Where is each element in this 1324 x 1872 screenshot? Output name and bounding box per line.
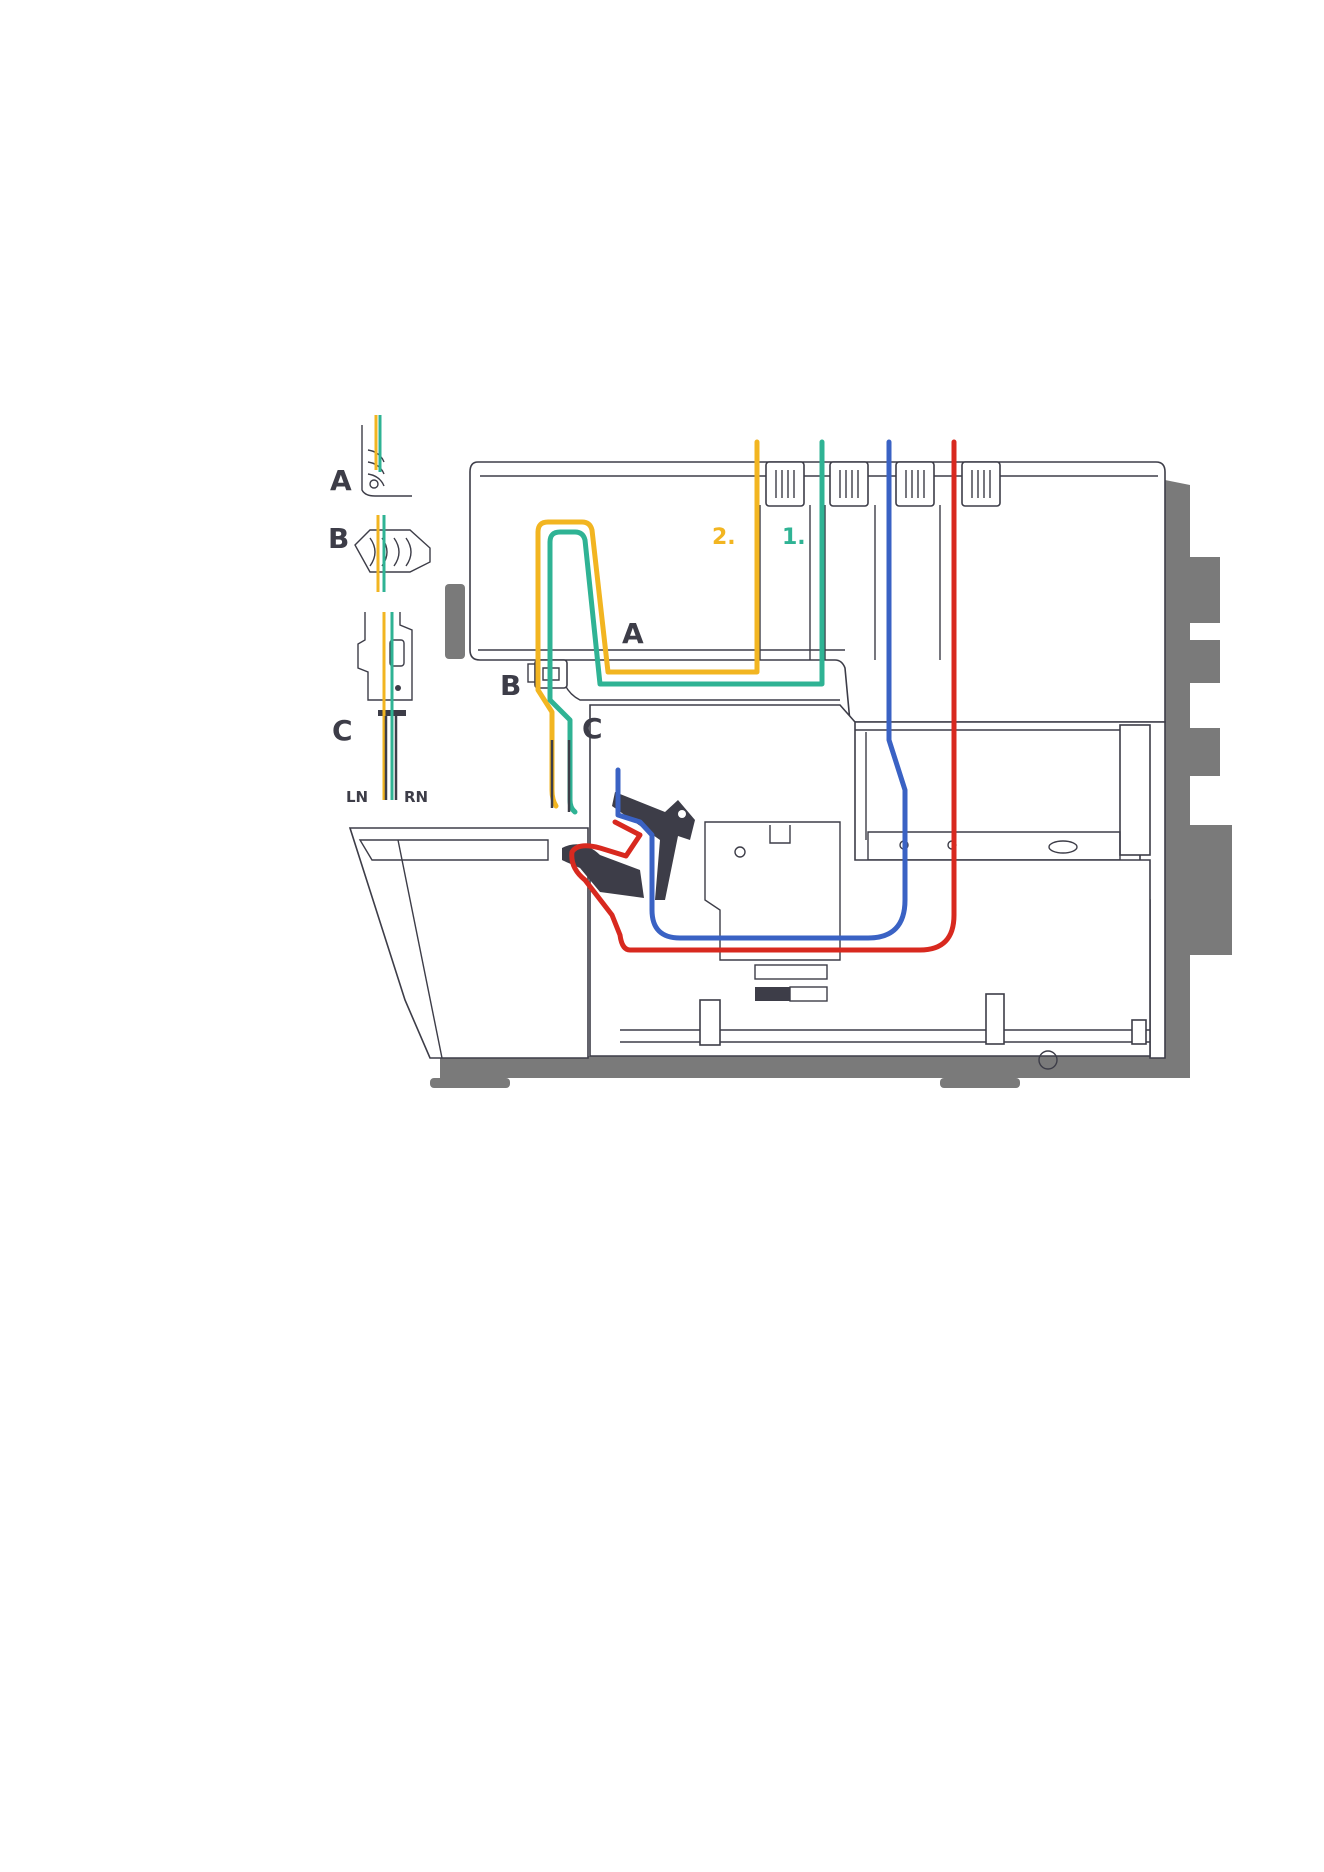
point-b-label: B [500, 669, 521, 702]
tension-dial-2[interactable] [830, 462, 868, 506]
front-tray [350, 828, 588, 1058]
right-needle-label: RN [404, 788, 428, 806]
left-needle-label: LN [346, 788, 368, 806]
point-a-label: A [622, 617, 644, 650]
detail-a-inset: A [330, 415, 412, 497]
detail-a-label: A [330, 464, 352, 497]
detail-c-inset: C LN RN [332, 612, 428, 806]
machine-feet [430, 1078, 1020, 1088]
detail-c-label: C [332, 714, 353, 747]
detail-b-inset: B [328, 515, 430, 592]
lower-body [590, 705, 1150, 1069]
step-2-label: 2. [712, 525, 736, 550]
point-c-label: C [582, 712, 603, 745]
detail-b-label: B [328, 522, 349, 555]
tension-dial-3[interactable] [896, 462, 934, 506]
tension-dial-4[interactable] [962, 462, 1000, 506]
step-1-label: 1. [782, 525, 806, 550]
tension-dial-1[interactable] [766, 462, 804, 506]
